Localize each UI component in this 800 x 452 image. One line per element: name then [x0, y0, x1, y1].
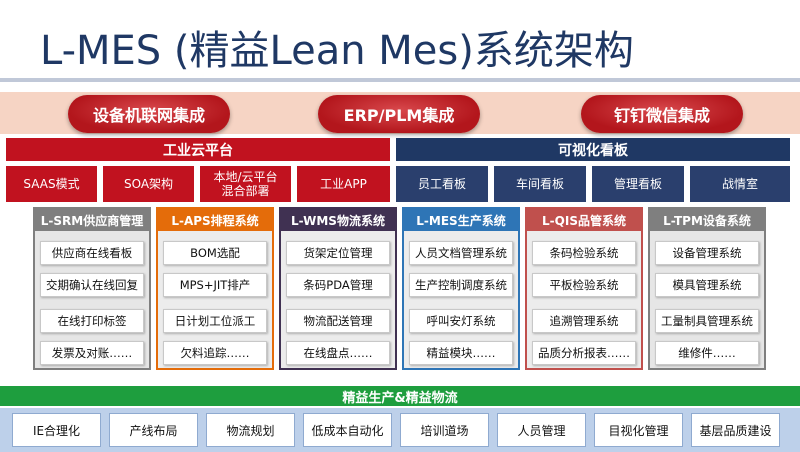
lean-item: 低成本自动化: [303, 413, 392, 447]
module-title: L-SRM供应商管理: [35, 209, 149, 231]
module-column: L-WMS物流系统货架定位管理条码PDA管理物流配送管理在线盘点……: [279, 207, 397, 370]
module-title: L-QIS品管系统: [527, 209, 641, 231]
module-item: 条码检验系统: [532, 241, 636, 265]
cloud-item-saas: SAAS模式: [6, 166, 97, 202]
module-item: 货架定位管理: [286, 241, 390, 265]
module-column: L-SRM供应商管理供应商在线看板交期确认在线回复在线打印标签发票及对账……: [33, 207, 151, 370]
lean-item: 基层品质建设: [691, 413, 780, 447]
module-title: L-MES生产系统: [404, 209, 518, 231]
lean-bar: 精益生产&精益物流: [0, 386, 800, 406]
lean-item: 人员管理: [497, 413, 586, 447]
module-item: 生产控制调度系统: [409, 273, 513, 297]
module-column: L-TPM设备系统设备管理系统模具管理系统工量制具管理系统维修件……: [648, 207, 766, 370]
module-column: L-QIS品管系统条码检验系统平板检验系统追溯管理系统品质分析报表……: [525, 207, 643, 370]
module-item: 模具管理系统: [655, 273, 759, 297]
module-item: 平板检验系统: [532, 273, 636, 297]
module-item: 设备管理系统: [655, 241, 759, 265]
board-item-workshop: 车间看板: [494, 166, 586, 202]
lean-item: 培训道场: [400, 413, 489, 447]
module-item: 追溯管理系统: [532, 309, 636, 333]
module-item: 精益模块……: [409, 341, 513, 365]
module-title: L-TPM设备系统: [650, 209, 764, 231]
module-item: 工量制具管理系统: [655, 309, 759, 333]
lean-item: IE合理化: [12, 413, 101, 447]
module-item: 交期确认在线回复: [40, 273, 144, 297]
board-item-staff: 员工看板: [396, 166, 488, 202]
module-item: 欠料追踪……: [163, 341, 267, 365]
title-divider: [0, 78, 800, 82]
page-title: L-MES (精益Lean Mes)系统架构: [40, 28, 634, 74]
lean-item: 目视化管理: [594, 413, 683, 447]
module-item: BOM选配: [163, 241, 267, 265]
module-item: 条码PDA管理: [286, 273, 390, 297]
module-item: 供应商在线看板: [40, 241, 144, 265]
integration-dingtalk-wechat: 钉钉微信集成: [581, 95, 743, 133]
integration-device: 设备机联网集成: [68, 95, 230, 133]
cloud-platform-bar: 工业云平台: [6, 138, 390, 161]
module-item: 在线打印标签: [40, 309, 144, 333]
module-title: L-APS排程系统: [158, 209, 272, 231]
module-item: MPS+JIT排产: [163, 273, 267, 297]
cloud-item-soa: SOA架构: [103, 166, 194, 202]
module-item: 维修件……: [655, 341, 759, 365]
cloud-item-hybrid: 本地/云平台 混合部署: [200, 166, 291, 202]
lean-item: 物流规划: [206, 413, 295, 447]
module-item: 物流配送管理: [286, 309, 390, 333]
module-item: 发票及对账……: [40, 341, 144, 365]
board-item-management: 管理看板: [592, 166, 684, 202]
cloud-item-app: 工业APP: [297, 166, 390, 202]
visual-board-bar: 可视化看板: [396, 138, 790, 161]
module-item: 日计划工位派工: [163, 309, 267, 333]
module-item: 在线盘点……: [286, 341, 390, 365]
integration-erp-plm: ERP/PLM集成: [318, 95, 480, 133]
module-item: 呼叫安灯系统: [409, 309, 513, 333]
module-column: L-APS排程系统 BOM选配 MPS+JIT排产日计划工位派工欠料追踪……: [156, 207, 274, 370]
lean-item: 产线布局: [109, 413, 198, 447]
module-column: L-MES生产系统人员文档管理系统生产控制调度系统呼叫安灯系统精益模块……: [402, 207, 520, 370]
module-item: 品质分析报表……: [532, 341, 636, 365]
board-item-war-room: 战情室: [690, 166, 790, 202]
module-item: 人员文档管理系统: [409, 241, 513, 265]
module-title: L-WMS物流系统: [281, 209, 395, 231]
